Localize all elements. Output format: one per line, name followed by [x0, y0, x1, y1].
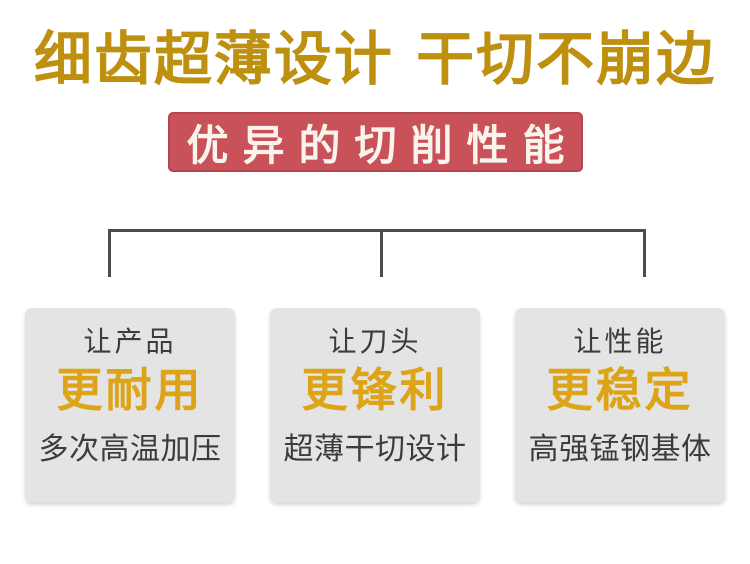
feature-intro: 让刀头 [328, 325, 422, 358]
connector-horizontal-line [108, 229, 646, 232]
connector-vertical-line-right [643, 229, 646, 277]
subtitle-banner: 优异的切削性能 [168, 112, 583, 172]
feature-highlight: 更锋利 [301, 363, 449, 417]
feature-card-sharp: 让刀头 更锋利 超薄干切设计 [270, 308, 480, 502]
feature-detail: 多次高温加压 [38, 432, 222, 467]
feature-intro: 让产品 [83, 325, 177, 358]
feature-card-durable: 让产品 更耐用 多次高温加压 [25, 308, 235, 502]
subtitle-text: 优异的切削性能 [186, 120, 579, 170]
feature-detail: 超薄干切设计 [283, 432, 467, 467]
feature-card-stable: 让性能 更稳定 高强锰钢基体 [515, 308, 725, 502]
feature-highlight: 更耐用 [56, 363, 204, 417]
connector-vertical-line-middle [380, 229, 383, 277]
feature-detail: 高强锰钢基体 [528, 432, 712, 467]
connector-vertical-line-left [108, 229, 111, 277]
page-title: 细齿超薄设计 干切不崩边 [33, 25, 717, 93]
feature-highlight: 更稳定 [546, 363, 694, 417]
feature-intro: 让性能 [573, 325, 667, 358]
